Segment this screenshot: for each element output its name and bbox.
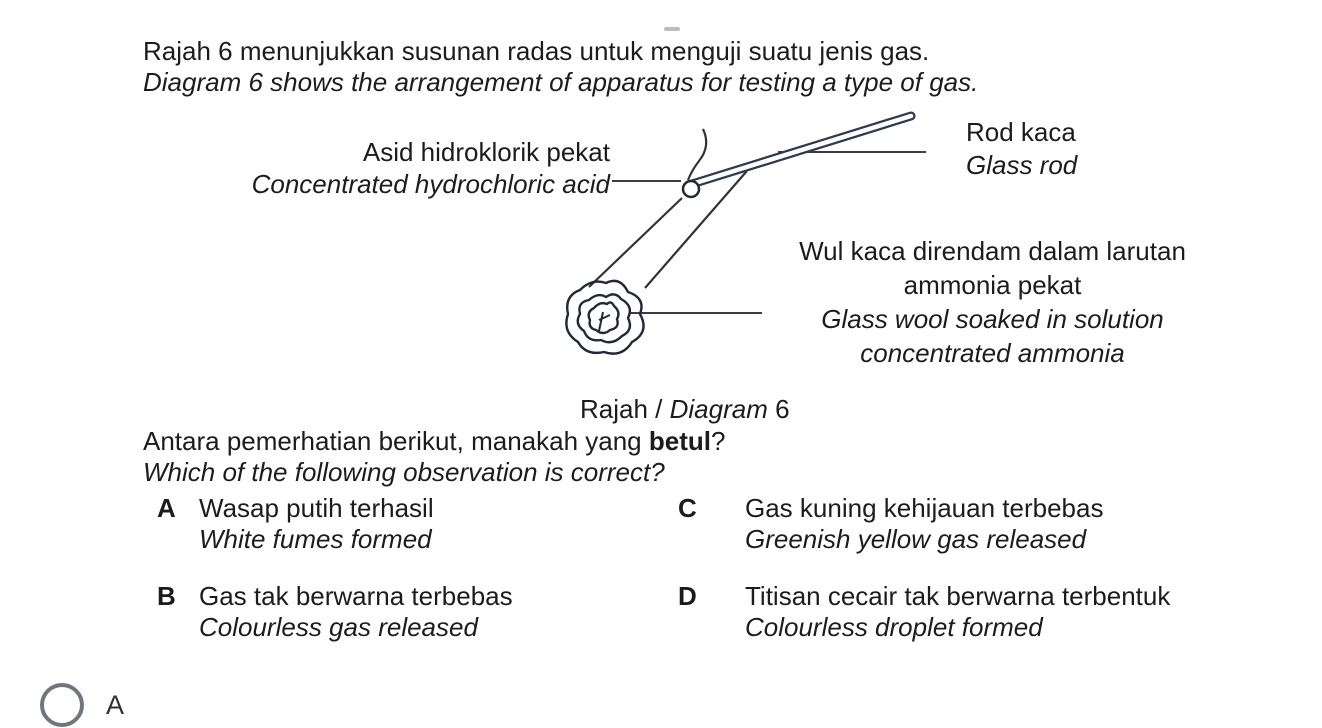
caption-italic: Diagram [669, 394, 768, 424]
option-c-text: Gas kuning kehijauan terbebas Greenish y… [745, 493, 1104, 554]
option-b-text: Gas tak berwarna terbebas Colourless gas… [199, 581, 513, 642]
glass-rod-label-malay: Rod kaca [966, 117, 1076, 147]
option-a-text: Wasap putih terhasil White fumes formed [199, 493, 434, 554]
option-b-letter: B [157, 581, 176, 611]
question-intro-english: Diagram 6 shows the arrangement of appar… [143, 67, 979, 97]
glass-wool-ball [565, 279, 645, 355]
option-d-letter: D [678, 581, 697, 611]
option-a: A Wasap putih terhasil White fumes forme… [157, 493, 434, 555]
glass-wool-label-english-1: Glass wool soaked in solution [821, 304, 1164, 334]
glass-rod-label-english: Glass rod [966, 150, 1078, 180]
acid-label: Asid hidroklorik pekat Concentrated hydr… [200, 136, 610, 200]
glass-wool-label: Wul kaca direndam dalam larutan ammonia … [770, 234, 1215, 370]
caption-number: 6 [767, 394, 790, 424]
question-intro-malay: Rajah 6 menunjukkan susunan radas untuk … [143, 36, 930, 66]
question-prompt-malay: Antara pemerhatian berikut, manakah yang… [143, 426, 726, 456]
acid-label-english: Concentrated hydrochloric acid [251, 169, 610, 199]
option-c: C Gas kuning kehijauan terbebas Greenish… [678, 493, 1103, 555]
glass-wool-label-malay-1: Wul kaca direndam dalam larutan [799, 236, 1186, 266]
option-b: B Gas tak berwarna terbebas Colourless g… [157, 581, 513, 643]
acid-droplet [681, 179, 701, 199]
answer-choice-row[interactable]: A [40, 683, 124, 727]
test-tube-outline [588, 128, 762, 289]
option-d: D Titisan cecair tak berwarna terbentuk … [678, 581, 1170, 643]
answer-radio-label[interactable]: A [106, 689, 125, 720]
scan-artifact-mark [664, 27, 680, 31]
caption-prefix: Rajah / [580, 394, 670, 424]
figure-caption: Rajah / Diagram 6 [580, 394, 790, 425]
question-prompt: Antara pemerhatian berikut, manakah yang… [143, 426, 725, 488]
question-prompt-english: Which of the following observation is co… [143, 457, 665, 487]
option-c-letter: C [678, 493, 697, 523]
acid-label-malay: Asid hidroklorik pekat [362, 137, 610, 167]
option-a-letter: A [157, 493, 176, 523]
answer-radio-button[interactable] [40, 683, 84, 727]
glass-wool-label-malay-2: ammonia pekat [903, 270, 1082, 300]
option-d-text: Titisan cecair tak berwarna terbentuk Co… [745, 581, 1171, 642]
glass-rod-shape [687, 111, 916, 189]
question-intro: Rajah 6 menunjukkan susunan radas untuk … [143, 36, 978, 98]
glass-rod-label: Rod kaca Glass rod [966, 116, 1077, 182]
glass-wool-label-english-2: concentrated ammonia [860, 338, 1125, 368]
